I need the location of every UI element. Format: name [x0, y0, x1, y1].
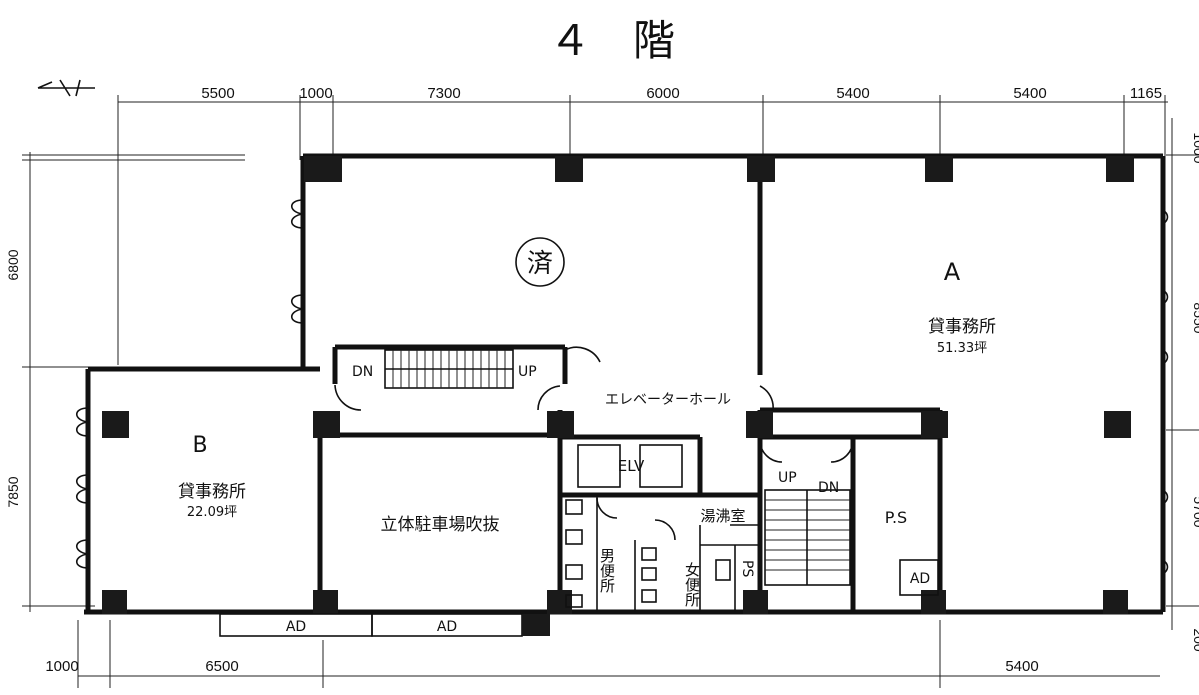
- dim-right-1: 1000: [1191, 132, 1199, 163]
- elevator-label: ELV: [618, 457, 645, 475]
- parking-void-label: 立体駐車場吹抜: [381, 515, 500, 535]
- exterior-walls: [84, 153, 1166, 615]
- staircase-core: [764, 489, 851, 586]
- pipe-shaft-label: P.S: [885, 508, 907, 527]
- pipe-shaft-small-label: PS: [739, 560, 755, 577]
- room-b-area: 22.09坪: [187, 505, 237, 520]
- structural-columns: [102, 156, 1134, 614]
- dim-top-7: 1165: [1130, 85, 1162, 102]
- dim-top-5: 5400: [836, 85, 869, 102]
- staircase-upper: [384, 349, 514, 389]
- room-a-use: 貸事務所: [928, 317, 996, 337]
- column: [921, 411, 948, 438]
- dim-top-6: 5400: [1013, 85, 1046, 102]
- right-dimension-line: [1166, 118, 1199, 630]
- room-b-use: 貸事務所: [178, 482, 246, 502]
- column: [313, 590, 338, 614]
- dim-top-1: 5500: [201, 85, 234, 102]
- room-b-letter: B: [192, 433, 207, 458]
- top-dimension-line: [117, 95, 1168, 160]
- dim-right-3: 5700: [1191, 496, 1199, 527]
- column: [555, 156, 583, 182]
- stair-label-dn-upper: DN: [352, 364, 373, 380]
- womens-restroom-label: 女便所: [683, 561, 701, 607]
- column: [747, 156, 775, 182]
- dim-right-2: 8550: [1191, 302, 1199, 333]
- dim-left-2: 7850: [5, 476, 21, 507]
- column: [304, 156, 342, 182]
- bottom-dimension-line: [77, 620, 1160, 688]
- dim-top-4: 6000: [646, 85, 679, 102]
- dim-top-3: 7300: [427, 85, 460, 102]
- column: [102, 411, 129, 438]
- door-swings: [334, 346, 854, 541]
- column: [547, 411, 574, 438]
- column: [547, 590, 572, 614]
- air-duct-label-1: AD: [286, 619, 306, 635]
- left-dimension-line: [22, 152, 245, 612]
- dim-left-1: 6800: [5, 249, 21, 280]
- floor-title: ４ 階: [549, 16, 675, 65]
- column: [1106, 156, 1134, 182]
- column: [925, 156, 953, 182]
- stair-label-dn-core: DN: [818, 480, 839, 496]
- column: [313, 411, 340, 438]
- stair-label-up-core: UP: [778, 470, 797, 486]
- air-duct-label-3: AD: [910, 571, 930, 587]
- leased-stamp-text: 済: [527, 249, 553, 279]
- dim-right-4: 200: [1191, 628, 1199, 652]
- curtain-wall-notches: [75, 199, 1169, 575]
- elevator-hall-label: エレベーターホール: [605, 392, 731, 408]
- room-a-letter: A: [944, 258, 961, 286]
- dim-bottom-2: 6500: [205, 658, 238, 675]
- column: [1103, 590, 1128, 614]
- elevator-cars: [577, 444, 683, 488]
- column: [746, 411, 773, 438]
- column: [743, 590, 768, 614]
- air-duct-label-2: AD: [437, 619, 457, 635]
- toilet-fixtures: [565, 499, 731, 608]
- room-a-area: 51.33坪: [937, 341, 987, 356]
- interior-walls: [317, 156, 943, 612]
- air-duct-panels: [219, 559, 939, 637]
- leased-stamp-icon: 済: [515, 237, 565, 287]
- column: [1104, 411, 1131, 438]
- stair-label-up-upper: UP: [518, 364, 537, 380]
- column: [921, 590, 946, 614]
- dim-bottom-1: 1000: [45, 658, 78, 675]
- north-arrow-icon: [37, 79, 95, 97]
- mens-restroom-label: 男便所: [598, 548, 616, 593]
- dim-top-2: 1000: [299, 85, 332, 102]
- kitchenette-label: 湯沸室: [700, 507, 745, 525]
- column: [102, 590, 127, 614]
- dim-bottom-3: 5400: [1005, 658, 1038, 675]
